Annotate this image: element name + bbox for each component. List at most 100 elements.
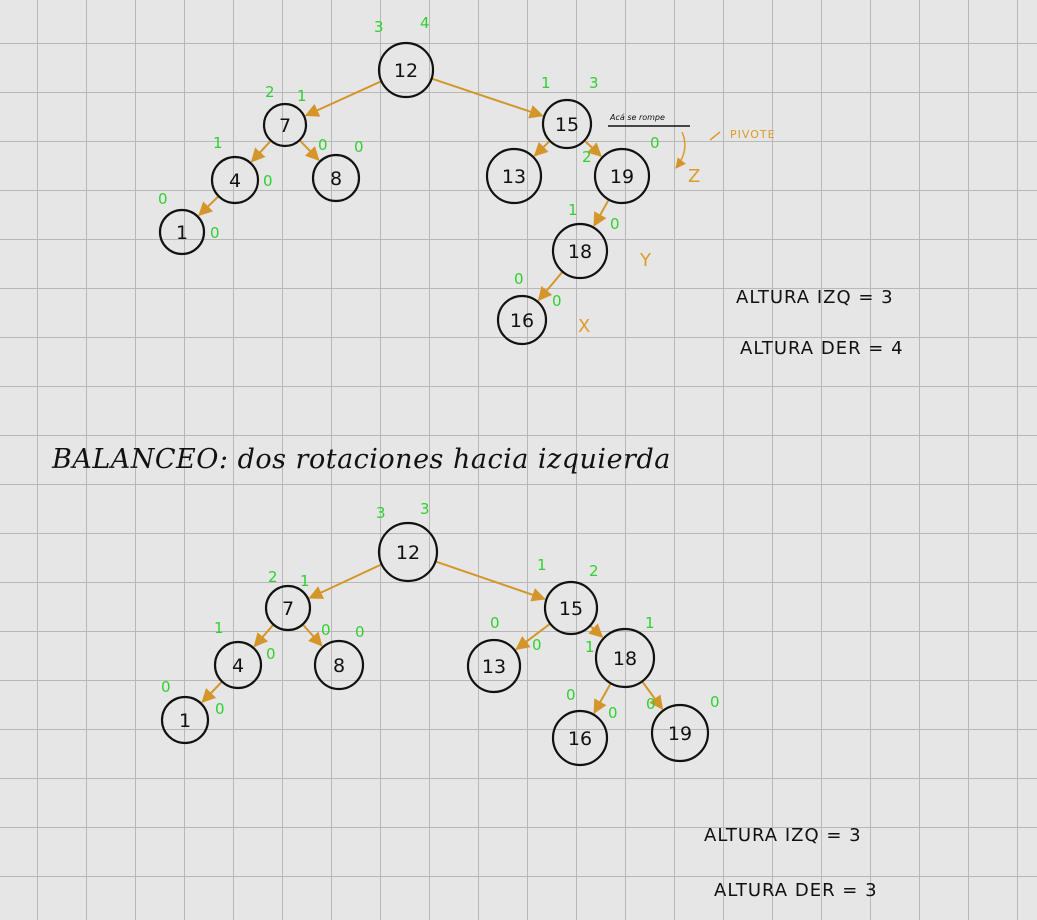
- mark-y: Y: [639, 250, 652, 271]
- before-edge-n15-n19: [583, 139, 602, 158]
- node-circle: [466, 638, 522, 694]
- node-circle: [650, 703, 710, 763]
- before-balance-annotation: 0: [210, 224, 220, 242]
- node-circle: [543, 580, 599, 636]
- after-edge-m15-m18: [588, 623, 604, 638]
- after-balance-annotation: 1: [585, 638, 595, 656]
- before-node-12: 12: [377, 41, 435, 99]
- before-edge-n12-n15: [431, 77, 544, 119]
- before-node-18: 18: [551, 222, 609, 280]
- node-circle: [551, 709, 609, 767]
- node-circle: [593, 147, 651, 205]
- node-circle: [311, 153, 361, 203]
- after-node-15: 15: [543, 580, 599, 636]
- after-balance-annotation: 0: [532, 636, 542, 654]
- before-node-13: 13: [485, 147, 543, 205]
- node-circle: [160, 695, 210, 745]
- before-balance-annotation: 0: [650, 134, 660, 152]
- mark-x: X: [578, 316, 590, 337]
- node-label: 16: [568, 728, 592, 750]
- height-right-after: ALTURA DER = 3: [714, 880, 878, 901]
- before-balance-annotation: 0: [263, 172, 273, 190]
- after-node-16: 16: [551, 709, 609, 767]
- node-circle: [541, 98, 593, 150]
- after-balance-annotation: 2: [589, 562, 599, 580]
- node-circle: [213, 640, 263, 690]
- node-label: 1: [179, 710, 191, 732]
- after-edge-m15-m13: [515, 622, 551, 650]
- after-edge-m18-m19: [641, 680, 664, 710]
- after-balance-annotation: 0: [266, 645, 276, 663]
- node-label: 18: [568, 241, 592, 263]
- after-balance-annotation: 0: [490, 614, 500, 632]
- after-balance-annotation: 0: [321, 621, 331, 639]
- heights-after: ALTURA IZQ = 3 ALTURA DER = 3: [704, 825, 878, 901]
- node-circle: [551, 222, 609, 280]
- node-label: 7: [282, 598, 294, 620]
- node-label: 15: [555, 114, 579, 136]
- node-circle: [313, 639, 365, 691]
- before-node-15: 15: [541, 98, 593, 150]
- node-label: 4: [229, 170, 241, 192]
- heights-before: ALTURA IZQ = 3 ALTURA DER = 4: [736, 287, 904, 359]
- before-balance-annotation: 0: [318, 136, 328, 154]
- after-balance-annotation: 3: [420, 500, 430, 518]
- before-balance-annotation: 4: [420, 14, 430, 32]
- after-balance-annotation: 0: [566, 686, 576, 704]
- before-edge-n7-n8: [298, 139, 320, 161]
- node-circle: [594, 627, 656, 689]
- before-edge-n19-n18: [593, 199, 610, 227]
- node-circle: [158, 208, 206, 256]
- before-node-19: 19: [593, 147, 651, 205]
- before-edge-n12-n7: [304, 80, 382, 117]
- after-balance-annotation: 0: [646, 695, 656, 713]
- before-balance-annotation: 1: [297, 87, 307, 105]
- after-node-19: 19: [650, 703, 710, 763]
- before-balance-annotation: 1: [568, 201, 578, 219]
- node-circle: [264, 584, 312, 632]
- before-balance-annotation: 1: [541, 74, 551, 92]
- before-node-16: 16: [496, 294, 548, 346]
- node-label: 16: [510, 310, 534, 332]
- node-label: 19: [610, 166, 634, 188]
- node-label: 12: [394, 60, 418, 82]
- node-circle: [377, 41, 435, 99]
- break-note: Acá se rompe: [609, 113, 665, 122]
- before-balance-annotation: 0: [610, 215, 620, 233]
- node-label: 15: [559, 598, 583, 620]
- after-node-12: 12: [377, 521, 439, 583]
- before-edge-n15-n13: [533, 140, 551, 157]
- before-balance-annotation: 0: [552, 292, 562, 310]
- node-label: 4: [232, 655, 244, 677]
- node-label: 18: [613, 648, 637, 670]
- after-node-7: 7: [264, 584, 312, 632]
- node-label: 13: [482, 656, 506, 678]
- before-edge-n7-n4: [250, 139, 272, 163]
- after-edge-m18-m16: [593, 682, 612, 714]
- node-circle: [496, 294, 548, 346]
- height-right-before: ALTURA DER = 4: [740, 338, 904, 359]
- node-label: 19: [668, 723, 692, 745]
- node-circle: [485, 147, 543, 205]
- after-node-18: 18: [594, 627, 656, 689]
- before-edge-n4-n1: [198, 195, 220, 217]
- after-edge-m12-m15: [435, 560, 546, 602]
- mark-z: Z: [688, 166, 700, 187]
- after-balance-annotation: 1: [214, 619, 224, 637]
- before-balance-annotation: 3: [589, 74, 599, 92]
- before-balance-annotation: 0: [158, 190, 168, 208]
- before-node-7: 7: [262, 102, 308, 148]
- node-circle: [262, 102, 308, 148]
- node-label: 1: [176, 222, 188, 244]
- pivot-pointer: [709, 131, 721, 141]
- before-edge-n18-n16: [537, 271, 564, 302]
- after-balance-annotation: 0: [710, 693, 720, 711]
- before-balance-annotation: 3: [374, 18, 384, 36]
- after-node-13: 13: [466, 638, 522, 694]
- before-node-8: 8: [311, 153, 361, 203]
- after-edge-m12-m7: [308, 563, 383, 599]
- after-balance-annotation: 0: [161, 678, 171, 696]
- after-balance-annotation: 1: [645, 614, 655, 632]
- after-node-8: 8: [313, 639, 365, 691]
